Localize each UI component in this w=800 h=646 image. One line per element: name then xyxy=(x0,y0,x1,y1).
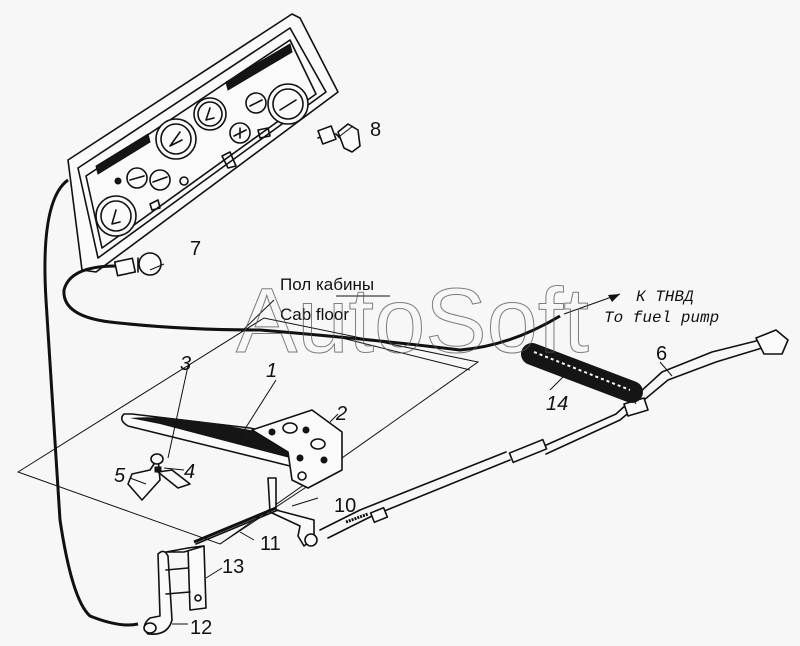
cab-floor-plane xyxy=(16,317,480,545)
arrow-head-icon xyxy=(608,294,620,302)
gauge-icon xyxy=(193,97,227,131)
gauge-icon xyxy=(126,167,148,189)
leader-lines xyxy=(129,125,673,625)
hand-throttle-knob xyxy=(113,252,162,277)
fuel-pump-rod xyxy=(319,329,789,539)
label-strip-icon xyxy=(95,133,151,175)
return-spring xyxy=(521,343,643,405)
callout-11: 11 xyxy=(260,533,281,555)
shaft-11 xyxy=(193,506,277,544)
pedal-bracket xyxy=(251,409,343,489)
callout-5: 5 xyxy=(114,465,126,487)
switch-icon xyxy=(257,127,271,139)
callout-14: 14 xyxy=(546,393,568,415)
callout-12: 12 xyxy=(190,617,212,639)
hand-throttle-cable xyxy=(43,178,139,627)
shaft-bracket-13 xyxy=(165,545,207,611)
callout-8: 8 xyxy=(370,119,381,141)
stop-bracket xyxy=(127,453,191,501)
callout-6: 6 xyxy=(656,343,667,365)
stop-cable xyxy=(62,264,561,352)
gauge-icon xyxy=(155,118,197,160)
callout-10: 10 xyxy=(334,495,356,517)
label-strip-icon xyxy=(225,43,293,91)
gauge-icon xyxy=(245,92,267,114)
callout-2: 2 xyxy=(335,403,347,425)
lever-10 xyxy=(267,477,318,547)
fuel-pump-label-ru: К ТНВД xyxy=(636,288,694,306)
gauge-icon xyxy=(95,195,137,237)
gauge-icon xyxy=(267,83,309,125)
callout-13: 13 xyxy=(222,556,244,578)
engine-stop-knob xyxy=(317,123,361,153)
switch-icon xyxy=(114,177,122,185)
switch-icon xyxy=(221,151,237,169)
gauge-icon xyxy=(229,122,251,144)
indicator-lamp-icon xyxy=(179,176,189,186)
cab-floor-label-ru: Пол кабины xyxy=(280,275,374,294)
callout-1: 1 xyxy=(266,360,277,382)
switch-icon xyxy=(149,199,161,211)
callout-3: 3 xyxy=(180,353,191,375)
callout-7: 7 xyxy=(190,238,201,260)
instrument-panel xyxy=(67,13,339,273)
callout-4: 4 xyxy=(184,461,195,483)
fuel-pump-label-en: To fuel pump xyxy=(604,309,719,327)
cab-floor-label-en: Cab floor xyxy=(280,305,349,324)
lever-12 xyxy=(143,550,191,636)
watermark: AutoSoft xyxy=(236,270,589,372)
gauge-icon xyxy=(149,169,171,191)
